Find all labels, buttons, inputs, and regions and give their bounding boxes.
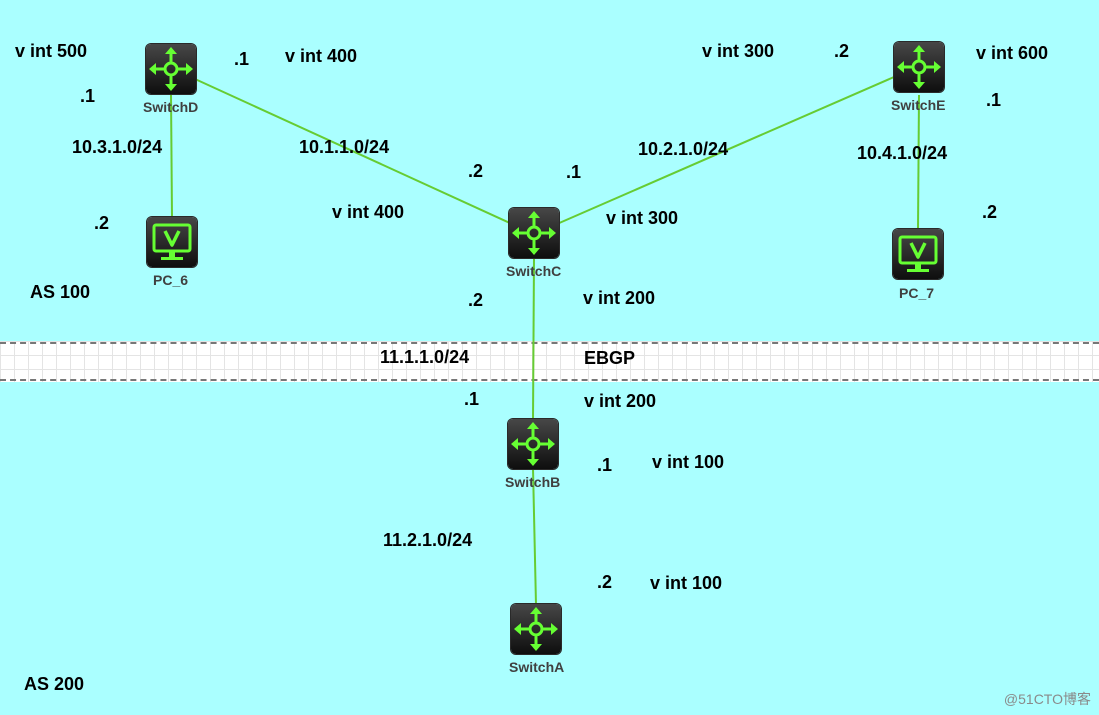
switchb-router-switch-icon[interactable] (508, 419, 558, 469)
network-10-4-label: 10.4.1.0/24 (857, 143, 948, 163)
pc7-monitor-icon[interactable] (893, 229, 943, 279)
switcha-vlan100-ip: .2 (597, 572, 613, 592)
pc6-label: PC_6 (153, 272, 189, 288)
switche-vlan600-ip: .1 (986, 90, 1002, 110)
link-switchd-switchc (194, 78, 513, 225)
switcha-label: SwitchA (509, 659, 565, 675)
network-11-1-label: 11.1.1.0/24 (380, 347, 470, 367)
switcha-vlan100-label: v int 100 (650, 573, 723, 593)
switchd-label: SwitchD (143, 99, 199, 115)
switche-label: SwitchE (891, 97, 946, 113)
link-switchd-pc6 (170, 94, 173, 219)
switchc-vlan200-ip: .2 (468, 290, 484, 310)
switchb-vlan100-label: v int 100 (652, 452, 725, 472)
pc6-monitor-icon[interactable] (147, 217, 197, 267)
network-10-2-label: 10.2.1.0/24 (638, 139, 729, 159)
as-boundary-line-top (0, 342, 1099, 344)
watermark: @51CTO博客 (1003, 691, 1091, 707)
switchc-vlan300-ip: .1 (566, 162, 582, 182)
switche-vlan300-ip: .2 (834, 41, 850, 61)
switche-router-switch-icon[interactable] (894, 42, 944, 92)
network-10-1-label: 10.1.1.0/24 (299, 137, 390, 157)
link-switchc-switchb (532, 257, 535, 421)
switchc-vlan300-label: v int 300 (606, 208, 679, 228)
switchd-vlan500-label: v int 500 (15, 41, 88, 61)
switchc-vlan400-label: v int 400 (332, 202, 405, 222)
switcha-router-switch-icon[interactable] (511, 604, 561, 654)
pc6-ip: .2 (94, 213, 110, 233)
switche-vlan600-label: v int 600 (976, 43, 1049, 63)
network-11-2-label: 11.2.1.0/24 (383, 530, 473, 550)
switchc-vlan400-ip: .2 (468, 161, 484, 181)
switchb-label: SwitchB (505, 474, 561, 490)
switchb-vlan200-ip: .1 (464, 389, 480, 409)
link-switche-switchc (556, 76, 895, 225)
as-boundary-line-bottom (0, 379, 1099, 381)
switchd-vlan400-ip: .1 (234, 49, 250, 69)
as200-label: AS 200 (24, 674, 85, 694)
link-switche-pc7 (917, 94, 920, 231)
ebgp-label: EBGP (584, 348, 636, 368)
switchb-vlan100-ip: .1 (597, 455, 613, 475)
ebgp-boundary-band (0, 341, 1099, 382)
pc7-label: PC_7 (899, 285, 935, 301)
switchb-vlan200-label: v int 200 (584, 391, 657, 411)
switchd-vlan500-ip: .1 (80, 86, 96, 106)
network-10-3-label: 10.3.1.0/24 (72, 137, 163, 157)
switchd-router-switch-icon[interactable] (146, 44, 196, 94)
pc7-ip: .2 (982, 202, 998, 222)
switchc-vlan200-label: v int 200 (583, 288, 656, 308)
link-switchb-switcha (532, 467, 537, 606)
as100-label: AS 100 (30, 282, 91, 302)
switchd-vlan400-label: v int 400 (285, 46, 358, 66)
switchc-router-switch-icon[interactable] (509, 208, 559, 258)
switche-vlan300-label: v int 300 (702, 41, 775, 61)
switchc-label: SwitchC (506, 263, 562, 279)
